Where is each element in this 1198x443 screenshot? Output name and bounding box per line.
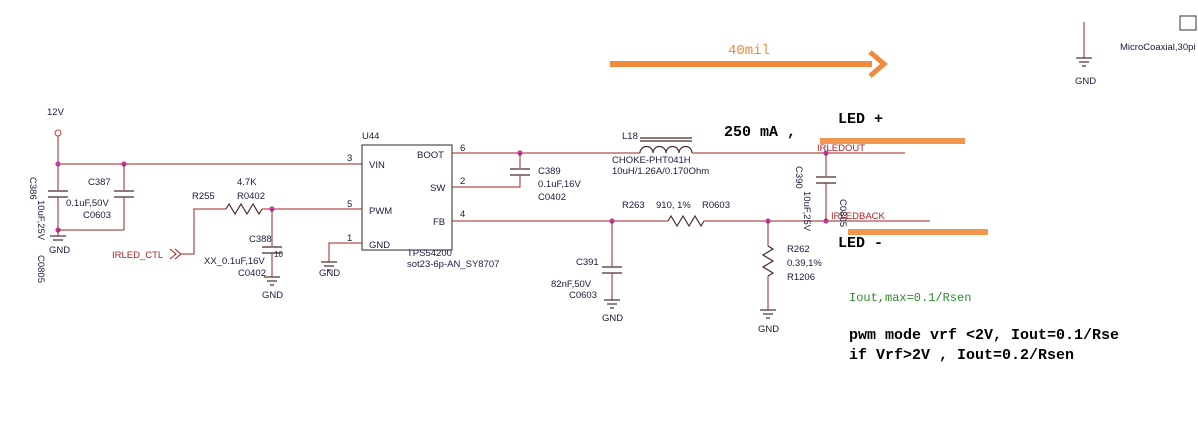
vrf-note: if Vrf>2V , Iout=0.2/Rsen xyxy=(849,347,1074,364)
supply-voltage-label: 12V xyxy=(47,107,65,118)
ic-pin-vin-num: 3 xyxy=(347,153,352,164)
c387-package: C0603 xyxy=(83,210,111,221)
led-minus-label: LED - xyxy=(838,235,883,252)
c388-ref: C388 xyxy=(249,234,272,245)
c388-package: C0402 xyxy=(238,268,266,279)
c387-value: 0.1uF,50V xyxy=(66,198,109,209)
c391-package: C0603 xyxy=(569,290,597,301)
ic-part: TPS54200 xyxy=(407,248,452,259)
c388-extra: 10 xyxy=(274,250,283,259)
ic-pin-gnd-num: 1 xyxy=(347,233,352,244)
supply-pin xyxy=(54,129,62,137)
trace-width-arrow-head xyxy=(868,50,888,78)
ic-pin-sw-num: 2 xyxy=(460,176,465,187)
sw-wire xyxy=(452,175,521,188)
r262-value: 0.39,1% xyxy=(787,258,822,269)
r255-package: R0402 xyxy=(237,191,265,202)
ic-gnd-wire xyxy=(328,242,362,262)
r263-resistor xyxy=(667,214,705,228)
irled-ctl-label: IRLED_CTL xyxy=(112,250,163,261)
ic-pin-pwm-num: 5 xyxy=(347,199,352,210)
ic-gnd-label: GND xyxy=(319,268,340,279)
ic-pin-boot-num: 6 xyxy=(460,143,465,154)
r262-resistor xyxy=(761,245,775,277)
c389-package: C0402 xyxy=(538,192,566,203)
r262-gnd-label: GND xyxy=(758,324,779,335)
ic-pin-fb-name: FB xyxy=(433,217,445,228)
connector-symbol xyxy=(1179,15,1197,31)
c391-value: 82nF,50V xyxy=(551,279,592,290)
pwm-mode-note: pwm mode vrf <2V, Iout=0.1/Rse xyxy=(849,327,1119,344)
current-label: 250 mA , xyxy=(724,124,796,141)
l18-part: CHOKE-PHT041H xyxy=(612,155,691,166)
irled-ctl-wire xyxy=(181,208,226,255)
ic-pin-boot-name: BOOT xyxy=(417,150,444,161)
ic-pin-gnd-name: GND xyxy=(369,240,390,251)
r263-ref: R263 xyxy=(622,200,645,211)
trace-width-label: 40mil xyxy=(728,43,770,59)
c390-value: 10uF,25V xyxy=(801,191,812,232)
r263-value: 910, 1% xyxy=(656,200,691,211)
ic-pin-vin-name: VIN xyxy=(369,160,385,171)
irledback-label: IRLEDBACK xyxy=(831,211,886,222)
c388-gnd-label: GND xyxy=(262,290,283,301)
r262-package: R1206 xyxy=(787,272,815,283)
r255-value: 4.7K xyxy=(237,177,257,188)
l18-ref: L18 xyxy=(622,131,638,142)
junction-vin-left xyxy=(55,161,61,167)
r262-ref: R262 xyxy=(787,244,810,255)
ic-pin-sw-name: SW xyxy=(430,183,445,194)
l18-coil xyxy=(639,145,693,154)
c386-package: C0805 xyxy=(35,255,46,283)
irledout-label: IRLEDOUT xyxy=(817,143,865,154)
c389-ref: C389 xyxy=(538,166,561,177)
r255-resistor xyxy=(225,202,263,216)
c389-value: 0.1uF,16V xyxy=(538,179,581,190)
irled-ctl-port-1 xyxy=(169,248,177,260)
iout-max-note: Iout,max=0.1/Rsen xyxy=(849,291,971,305)
r255-ref: R255 xyxy=(192,191,215,202)
ic-pin-pwm-name: PWM xyxy=(369,206,392,217)
ic-ref: U44 xyxy=(362,131,379,142)
c391-ref: C391 xyxy=(576,257,599,268)
c391-gnd-label: GND xyxy=(602,313,623,324)
c388-value: XX_0.1uF,16V xyxy=(204,256,265,267)
c390-ref: C390 xyxy=(793,166,804,189)
led-plus-label: LED + xyxy=(838,111,883,128)
connector-label: MicroCoaxial,30pi xyxy=(1120,42,1196,53)
c387-ref: C387 xyxy=(88,177,111,188)
ic-u44-body xyxy=(361,144,453,251)
l18-value: 10uH/1.26A/0.170Ohm xyxy=(612,166,709,177)
ic-package: sot23-6p-AN_SY8707 xyxy=(407,259,499,270)
c386-gnd-label: GND xyxy=(49,245,70,256)
c386-value: 10uF,25V xyxy=(35,200,46,241)
ic-pin-fb-num: 4 xyxy=(460,209,465,220)
c386-ref: C386 xyxy=(27,177,38,200)
r263-package: R0603 xyxy=(702,200,730,211)
gnd-top-label: GND xyxy=(1075,76,1096,87)
c390-package: C0805 xyxy=(837,199,848,227)
